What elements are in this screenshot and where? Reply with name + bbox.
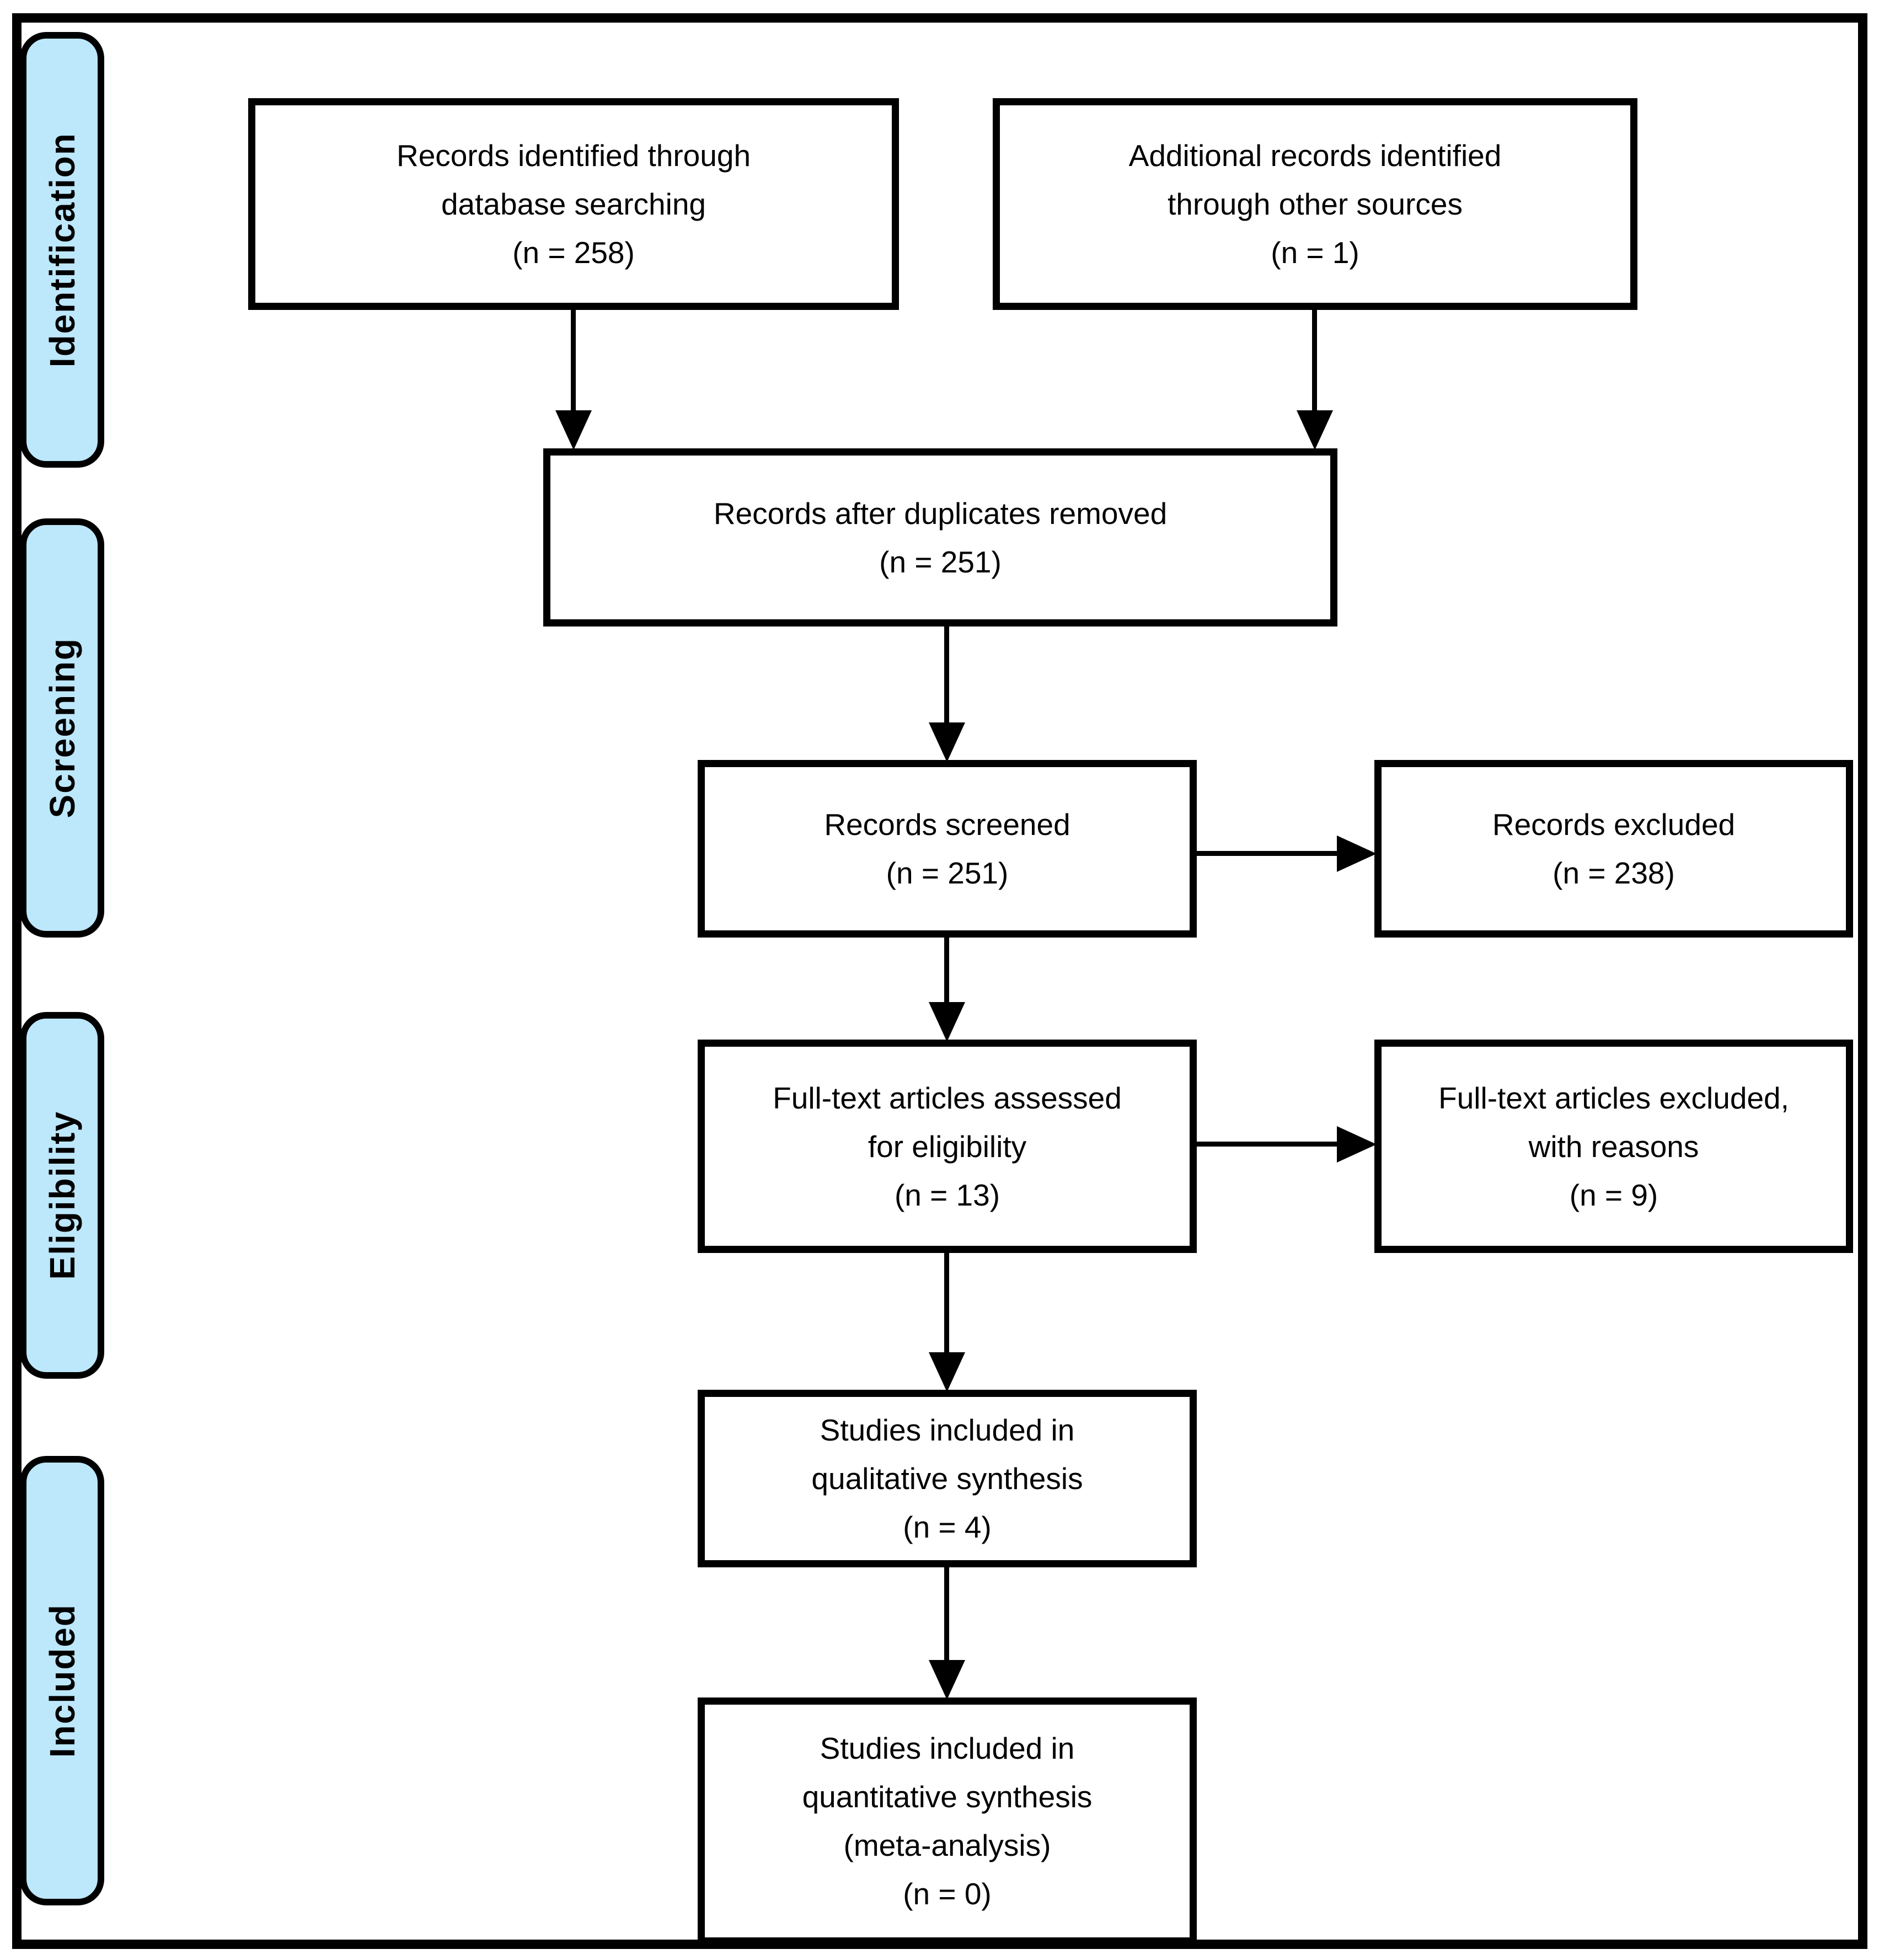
box-records-excluded-text: Records excluded (n = 238) xyxy=(1492,807,1736,890)
box-qualitative-synthesis: Studies included in qualitative synthesi… xyxy=(698,1390,1197,1567)
arrow-head-down-icon xyxy=(929,1002,965,1042)
stage-label-included: Included xyxy=(42,1603,82,1758)
arrow-shaft xyxy=(571,310,576,414)
box-additional-records: Additional records identified through ot… xyxy=(993,98,1637,310)
stage-pill-identification: Identification xyxy=(20,32,104,468)
arrow-head-down-icon xyxy=(929,1352,965,1392)
stage-label-screening: Screening xyxy=(42,638,82,818)
box-fulltext-excluded: Full-text articles excluded, with reason… xyxy=(1374,1040,1853,1253)
box-records-screened-text: Records screened (n = 251) xyxy=(824,807,1070,890)
box-records-identified-text: Records identified through database sear… xyxy=(396,138,751,270)
box-records-identified: Records identified through database sear… xyxy=(248,98,899,310)
stage-pill-screening: Screening xyxy=(20,518,104,938)
arrow-head-right-icon xyxy=(1337,1126,1377,1163)
arrow-head-down-icon xyxy=(929,722,965,762)
stage-label-eligibility: Eligibility xyxy=(42,1111,82,1280)
box-duplicates-removed: Records after duplicates removed (n = 25… xyxy=(543,448,1337,626)
arrow-shaft xyxy=(944,626,949,726)
arrow-shaft xyxy=(944,1567,949,1663)
box-qualitative-synthesis-text: Studies included in qualitative synthesi… xyxy=(811,1413,1083,1544)
diagram-outer-border xyxy=(12,13,1867,1949)
arrow-screened-to-fulltext-icon xyxy=(929,938,965,1042)
box-additional-records-text: Additional records identified through ot… xyxy=(1128,138,1502,270)
box-quantitative-synthesis-text: Studies included in quantitative synthes… xyxy=(802,1731,1093,1911)
arrow-fulltext-to-excluded-icon xyxy=(1197,1126,1377,1163)
stage-label-identification: Identification xyxy=(42,132,82,368)
arrow-head-down-icon xyxy=(555,410,592,450)
box-fulltext-excluded-text: Full-text articles excluded, with reason… xyxy=(1438,1080,1789,1212)
arrow-shaft xyxy=(1197,851,1340,856)
arrow-qualitative-to-quantitative-icon xyxy=(929,1567,965,1700)
stage-pill-eligibility: Eligibility xyxy=(20,1012,104,1379)
box-duplicates-removed-text: Records after duplicates removed (n = 25… xyxy=(713,496,1168,579)
box-records-excluded: Records excluded (n = 238) xyxy=(1374,760,1853,938)
arrow-shaft xyxy=(944,938,949,1005)
arrow-head-right-icon xyxy=(1337,836,1377,872)
arrow-shaft xyxy=(1312,310,1317,414)
arrow-identified-to-dedup-icon xyxy=(555,310,592,450)
arrow-head-down-icon xyxy=(929,1660,965,1700)
arrow-dedup-to-screened-icon xyxy=(929,626,965,762)
box-fulltext-assessed: Full-text articles assessed for eligibil… xyxy=(698,1040,1197,1253)
arrow-head-down-icon xyxy=(1297,410,1333,450)
arrow-fulltext-to-qualitative-icon xyxy=(929,1253,965,1392)
arrow-screened-to-excluded-icon xyxy=(1197,836,1377,872)
arrow-shaft xyxy=(944,1253,949,1356)
box-fulltext-assessed-text: Full-text articles assessed for eligibil… xyxy=(773,1080,1122,1212)
arrow-shaft xyxy=(1197,1142,1340,1147)
stage-pill-included: Included xyxy=(20,1456,104,1905)
box-records-screened: Records screened (n = 251) xyxy=(698,760,1197,938)
box-quantitative-synthesis: Studies included in quantitative synthes… xyxy=(698,1697,1197,1945)
arrow-additional-to-dedup-icon xyxy=(1297,310,1333,450)
